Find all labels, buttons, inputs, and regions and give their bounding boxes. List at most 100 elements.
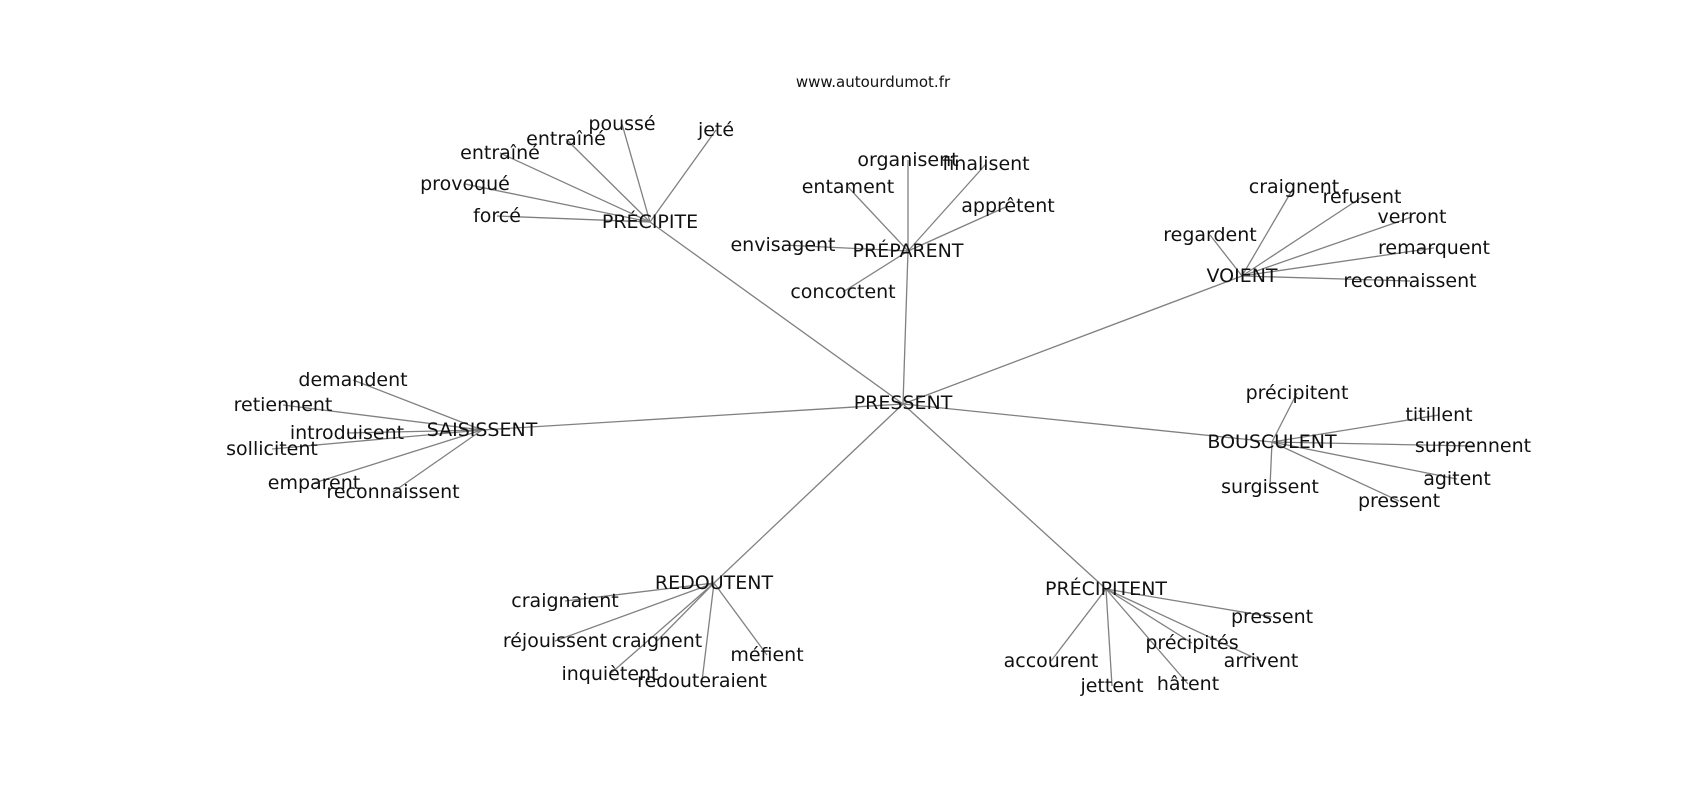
word-node[interactable]: craignent — [612, 630, 702, 652]
hub-to-word-edge — [1271, 441, 1400, 502]
hub-node[interactable]: PRÉPARENT — [853, 239, 964, 262]
word-node[interactable]: poussé — [588, 113, 655, 135]
word-node[interactable]: regardent — [1163, 224, 1257, 246]
word-node[interactable]: reconnaissent — [326, 481, 459, 503]
hub-to-word-edge — [621, 123, 651, 223]
word-node[interactable]: jettent — [1079, 675, 1143, 697]
hub-to-word-edge — [346, 429, 483, 434]
word-node[interactable]: emparent — [268, 472, 360, 494]
word-node[interactable]: craignent — [1249, 176, 1339, 198]
hub-to-word-edge — [1241, 196, 1363, 277]
word-node[interactable]: réjouissent — [503, 630, 607, 652]
hub-to-word-edge — [713, 582, 768, 656]
center-to-hub-edge — [649, 221, 904, 405]
hub-to-word-edge — [842, 250, 909, 293]
word-node[interactable]: apprêtent — [961, 195, 1054, 217]
center-to-hub-edge — [902, 403, 1273, 443]
hub-to-word-edge — [1105, 588, 1189, 685]
word-node[interactable]: introduisent — [290, 422, 404, 444]
hub-to-word-edge — [656, 582, 715, 642]
word-node[interactable]: agitent — [1423, 468, 1491, 490]
hub-to-word-edge — [1241, 247, 1435, 277]
center-node[interactable]: PRESSENT — [854, 392, 953, 414]
center-to-hub-edge — [902, 275, 1243, 405]
word-node[interactable]: accourent — [1004, 650, 1099, 672]
word-node[interactable]: précipités — [1145, 632, 1238, 654]
hub-node[interactable]: BOUSCULENT — [1207, 431, 1337, 453]
word-node[interactable]: entraîné — [526, 128, 606, 150]
word-node[interactable]: envisagent — [730, 234, 835, 256]
hub-to-word-edge — [499, 152, 651, 223]
hub-node[interactable]: REDOUTENT — [655, 572, 774, 594]
hub-to-word-edge — [1105, 588, 1273, 618]
word-node[interactable]: concoctent — [790, 281, 895, 303]
word-node[interactable]: méfient — [730, 644, 803, 666]
hub-to-word-edge — [464, 183, 651, 223]
hub-to-word-edge — [1271, 441, 1474, 447]
hub-to-word-edge — [609, 582, 715, 675]
hub-to-word-edge — [271, 429, 483, 450]
hub-to-word-edge — [1269, 441, 1273, 488]
word-node[interactable]: pressent — [1231, 606, 1313, 628]
word-node[interactable]: forcé — [473, 205, 521, 227]
graph-edges — [271, 123, 1474, 687]
word-node[interactable]: surprennent — [1415, 435, 1531, 457]
word-node[interactable]: sollicitent — [226, 438, 318, 460]
hub-to-word-edge — [1105, 588, 1262, 662]
hub-to-word-edge — [392, 429, 483, 493]
hub-to-word-edge — [496, 215, 651, 223]
hub-to-word-edge — [554, 582, 715, 642]
word-node[interactable]: hâtent — [1157, 673, 1219, 695]
hub-to-word-edge — [1241, 275, 1411, 282]
word-node[interactable]: craignaient — [511, 590, 618, 612]
hub-node[interactable]: PRÉCIPITENT — [1045, 577, 1167, 600]
word-node[interactable]: pressent — [1358, 490, 1440, 512]
word-node[interactable]: verront — [1378, 206, 1447, 228]
center-to-hub-edge — [713, 403, 904, 584]
center-to-hub-edge — [902, 250, 909, 405]
hub-to-word-edge — [701, 582, 715, 682]
word-node[interactable]: remarquent — [1378, 237, 1490, 259]
word-node[interactable]: refusent — [1323, 186, 1402, 208]
hub-to-word-edge — [907, 163, 987, 252]
word-node[interactable]: arrivent — [1224, 650, 1299, 672]
hub-to-word-edge — [1241, 186, 1295, 277]
word-node[interactable]: retiennent — [234, 394, 333, 416]
hub-node[interactable]: SAISISSENT — [427, 419, 538, 441]
word-node[interactable]: surgissent — [1221, 476, 1319, 498]
word-node[interactable]: précipitent — [1246, 382, 1349, 404]
word-node[interactable]: organisent — [857, 149, 958, 171]
hub-node[interactable]: VOIENT — [1206, 265, 1277, 287]
hub-to-word-edge — [1050, 588, 1107, 662]
word-node[interactable]: entament — [802, 176, 895, 198]
hub-to-word-edge — [565, 138, 651, 223]
hub-to-word-edge — [282, 404, 483, 431]
hub-to-word-edge — [1105, 588, 1193, 644]
hub-to-word-edge — [1271, 392, 1298, 443]
hub-to-word-edge — [564, 582, 715, 602]
hub-to-word-edge — [1209, 234, 1243, 277]
center-to-hub-edge — [481, 403, 904, 431]
word-node[interactable]: inquiètent — [561, 663, 658, 685]
hub-to-word-edge — [847, 186, 909, 252]
word-node[interactable]: titillent — [1405, 404, 1472, 426]
hub-to-word-edge — [649, 129, 717, 223]
hub-to-word-edge — [782, 244, 909, 252]
center-to-hub-edge — [902, 403, 1107, 590]
word-node[interactable]: jeté — [697, 119, 734, 141]
hub-to-word-edge — [907, 205, 1009, 252]
word-node[interactable]: redouteraient — [637, 670, 767, 692]
word-node[interactable]: demandent — [298, 369, 407, 391]
word-node[interactable]: provoqué — [420, 173, 510, 195]
hub-to-word-edge — [1271, 441, 1458, 480]
word-node[interactable]: finalisent — [942, 153, 1029, 175]
hub-to-word-edge — [1241, 216, 1413, 277]
hub-to-word-edge — [1105, 588, 1113, 687]
word-node[interactable]: entraîné — [460, 142, 540, 164]
word-node[interactable]: reconnaissent — [1343, 270, 1476, 292]
hub-node[interactable]: PRÉCIPITE — [602, 210, 698, 233]
source-watermark: www.autourdumot.fr — [796, 73, 951, 91]
hub-to-word-edge — [313, 429, 483, 484]
